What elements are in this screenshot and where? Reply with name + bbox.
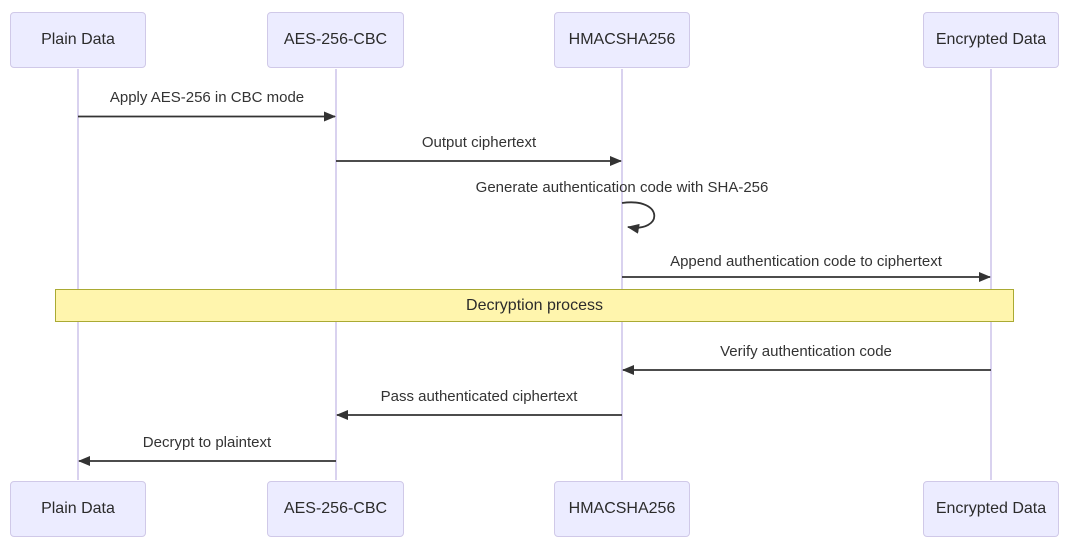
message-label-pass-ciphertext: Pass authenticated ciphertext xyxy=(380,388,578,405)
actor-bottom-aes-256-cbc: AES-256-CBC xyxy=(267,481,404,537)
message-label-generate-auth-code: Generate authentication code with SHA-25… xyxy=(475,179,769,196)
message-label-decrypt-plaintext: Decrypt to plaintext xyxy=(142,434,272,451)
note-decryption-process: Decryption process xyxy=(55,289,1014,322)
message-label-append-auth-code: Append authentication code to ciphertext xyxy=(670,253,942,270)
actor-top-aes-256-cbc: AES-256-CBC xyxy=(267,12,404,68)
actor-top-encrypted-data: Encrypted Data xyxy=(923,12,1059,68)
actor-top-plain-data: Plain Data xyxy=(10,12,146,68)
arrow-generate-auth-code-self-loop xyxy=(621,201,656,234)
lifeline-plain-data xyxy=(77,69,79,480)
actor-bottom-plain-data: Plain Data xyxy=(10,481,146,537)
actor-top-hmacsha256: HMACSHA256 xyxy=(554,12,690,68)
lifeline-aes-256-cbc xyxy=(335,69,337,480)
lifeline-hmacsha256 xyxy=(621,69,623,480)
message-label-apply-aes: Apply AES-256 in CBC mode xyxy=(109,89,305,106)
actor-bottom-hmacsha256: HMACSHA256 xyxy=(554,481,690,537)
lifeline-encrypted-data xyxy=(990,69,992,480)
note-label: Decryption process xyxy=(466,296,603,314)
message-label-verify-auth-code: Verify authentication code xyxy=(720,343,892,360)
message-label-output-ciphertext: Output ciphertext xyxy=(421,134,537,151)
actor-bottom-encrypted-data: Encrypted Data xyxy=(923,481,1059,537)
